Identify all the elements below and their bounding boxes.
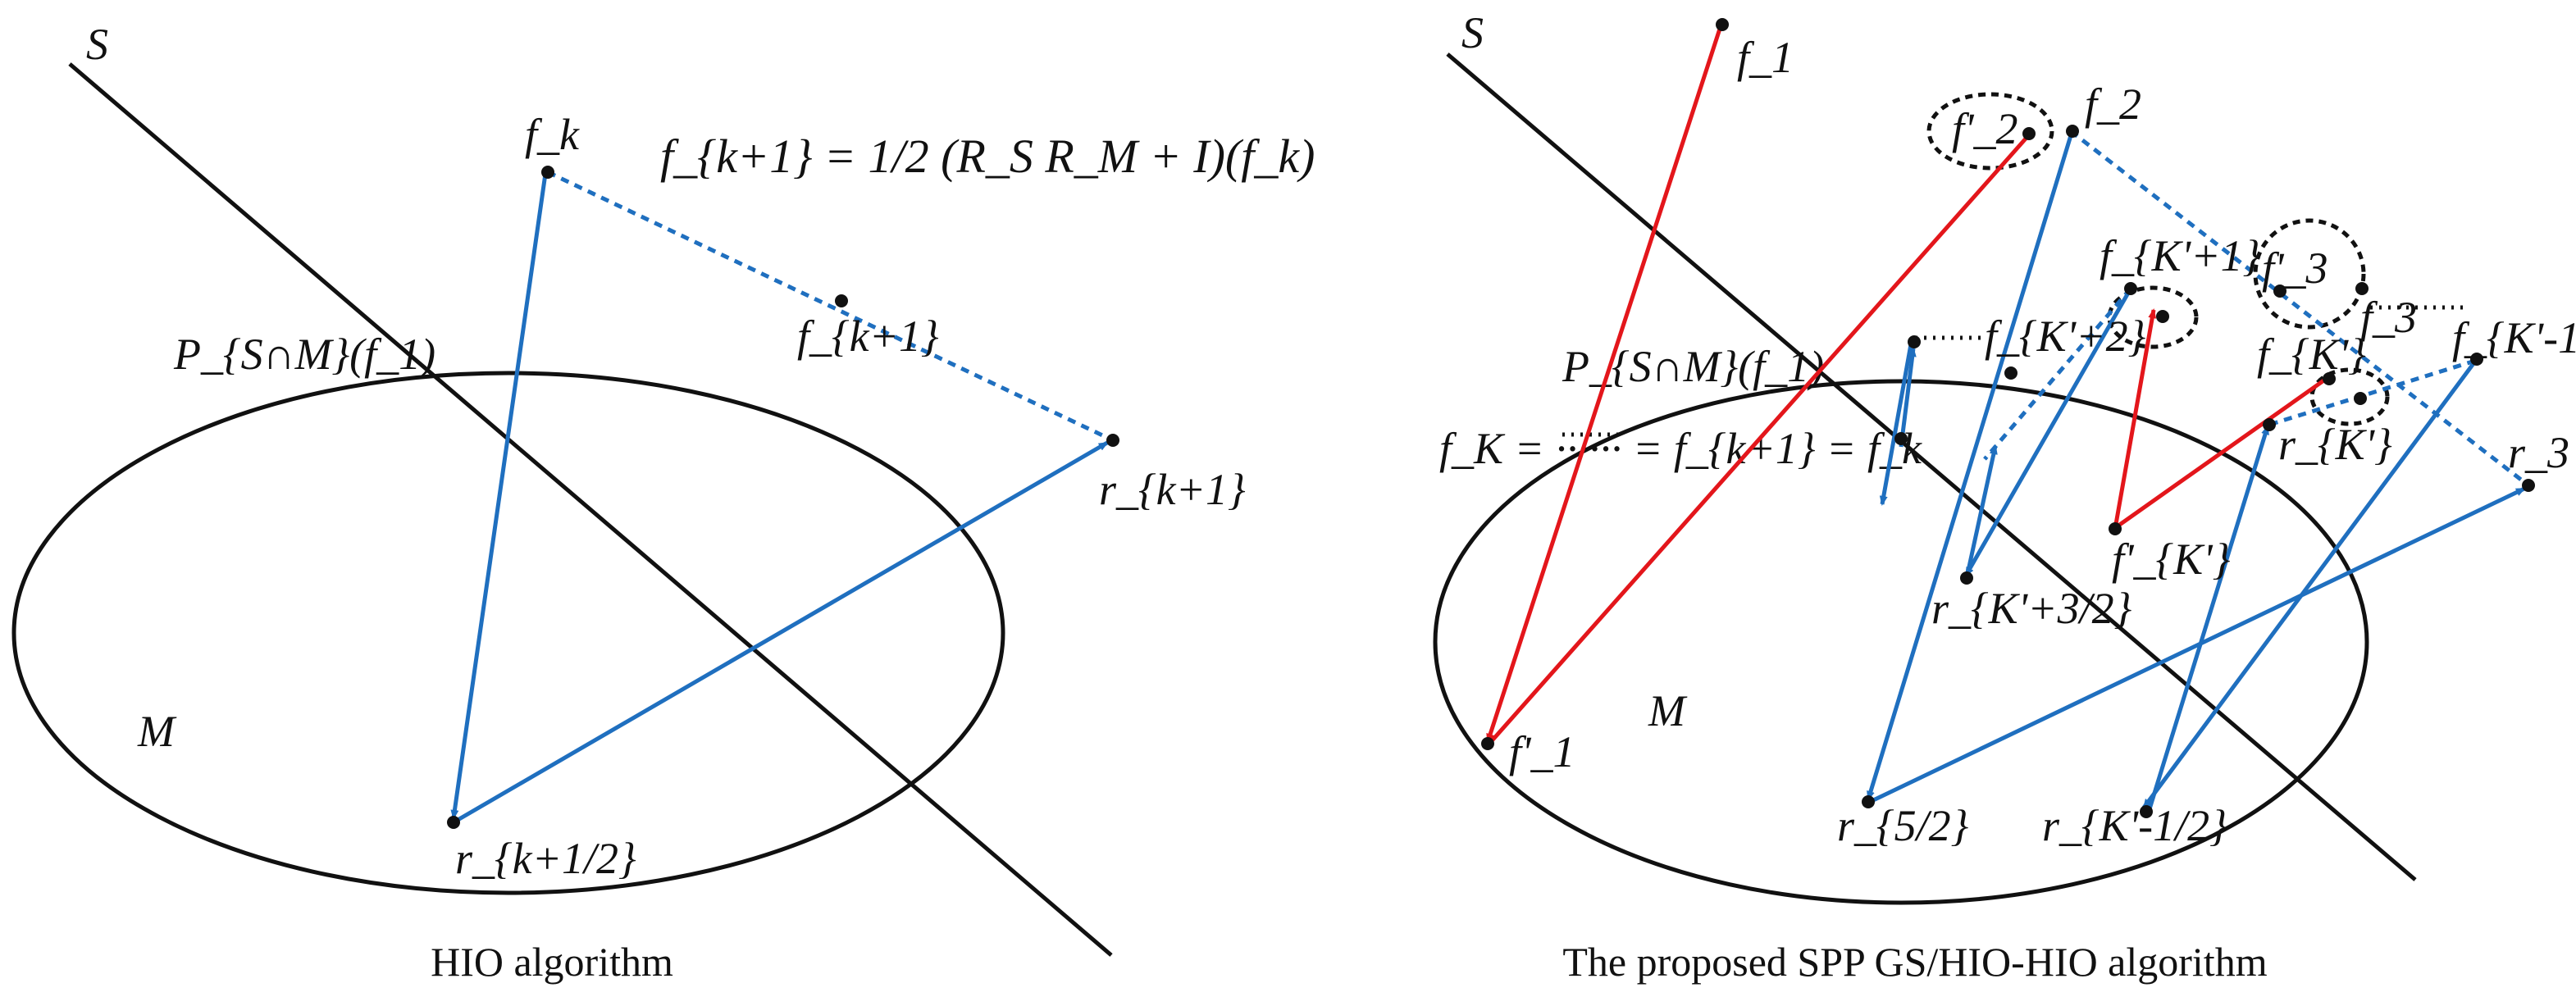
right-label-f1: f_1 — [1737, 33, 1794, 82]
right-circle-fKp — [2309, 367, 2390, 426]
left-point-rk1 — [1106, 434, 1119, 447]
left-arrow-fk-to-rkh — [450, 173, 548, 820]
left-dotted-fk-to-rk1 — [546, 170, 1115, 443]
right-label-rKmh: r_{K'-1/2} — [2042, 801, 2227, 850]
right-label-r52: r_{5/2} — [1837, 801, 1969, 850]
right-point-r52 — [1862, 795, 1875, 808]
right-label-fKp: f_{K'} — [2257, 330, 2366, 379]
right-dotted-f2-to-r3 — [2069, 130, 2530, 487]
right-point-f2p — [2022, 127, 2036, 140]
left-set-S-label: S — [86, 20, 108, 69]
right-dotted-fKm1-to-rKp — [2268, 358, 2476, 427]
right-red-fKp-to-fKpp — [2111, 377, 2327, 532]
left-panel: S M P_{S∩M}(f_1) f_{k+1} = 1/2 (R_S R_M … — [11, 20, 1315, 985]
left-point-fk1 — [835, 294, 848, 307]
right-point-fK2 — [2004, 366, 2017, 380]
left-point-fk — [541, 166, 554, 179]
right-circle-fK1 — [2107, 285, 2199, 349]
right-label-fK1: f_{K'+1} — [2100, 231, 2261, 280]
right-point-r3 — [2522, 479, 2535, 492]
right-point-fKp-inner — [2354, 392, 2367, 405]
right-red-f1p-to-f2p — [1488, 130, 2034, 745]
right-point-rKmh — [2140, 805, 2153, 818]
right-blue-rKmh-to-rKp — [2146, 425, 2270, 813]
right-blue-fKm1-to-rKmh — [2141, 357, 2479, 809]
right-label-r3: r_3 — [2508, 428, 2569, 477]
right-set-M-label: M — [1648, 686, 1688, 735]
right-circle-f3p — [2253, 218, 2366, 330]
right-dotted-fK1-to-fK2 — [1983, 287, 2132, 461]
right-point-fKm1 — [2470, 353, 2483, 366]
right-point-fK1-inner — [2156, 310, 2169, 323]
right-point-f2 — [2066, 125, 2079, 138]
right-panel: S M P_{S∩M}(f_1) f_K = ······ = f_{k+1} … — [1433, 8, 2576, 985]
right-caption: The proposed SPP GS/HIO-HIO algorithm — [1562, 939, 2267, 985]
right-blue-r52-to-r3 — [1868, 486, 2526, 804]
right-intersection-label: P_{S∩M}(f_1) — [1562, 342, 1824, 391]
right-point-rKp — [2263, 418, 2276, 431]
right-red-fKpp-to-fK1 — [2113, 308, 2157, 530]
left-label-rkh: r_{k+1/2} — [455, 834, 636, 883]
right-set-S-line — [1446, 52, 2417, 881]
right-label-fKpp: f'_{K'} — [2112, 535, 2231, 584]
right-point-rK32 — [1960, 571, 1973, 585]
right-label-f3: f_3 — [2360, 293, 2417, 342]
right-blue-small-1 — [1879, 344, 1913, 506]
right-set-S-label: S — [1461, 8, 1484, 57]
right-set-M-ellipse — [1433, 379, 2369, 905]
right-circle-f2p — [1926, 92, 2054, 171]
right-label-f2: f_2 — [2085, 80, 2141, 129]
right-point-f3p — [2273, 285, 2286, 298]
left-caption: HIO algorithm — [431, 939, 673, 985]
right-point-fKpp — [2109, 522, 2122, 535]
right-blue-rK32-up — [1964, 444, 1998, 579]
right-point-f1 — [1716, 18, 1729, 31]
right-label-f2p: f'_2 — [1952, 104, 2018, 153]
left-set-S-line — [68, 62, 1113, 957]
left-label-rk1: r_{k+1} — [1099, 465, 1246, 514]
right-point-f3 — [2355, 282, 2369, 295]
right-red-f1-to-f1p — [1485, 25, 1723, 744]
right-fixed-point-label: f_K = ······ = f_{k+1} = f_k — [1439, 424, 1922, 473]
right-blue-f2-to-r52 — [1866, 132, 2074, 801]
right-point-f1p — [1481, 737, 1494, 750]
right-blue-small-2 — [1899, 347, 1917, 448]
left-formula: f_{k+1} = 1/2 (R_S R_M + I)(f_k) — [660, 130, 1315, 183]
right-label-rKp: r_{K'} — [2278, 420, 2392, 469]
right-label-f3p: f'_3 — [2262, 244, 2328, 293]
left-set-M-ellipse — [11, 371, 1005, 895]
right-point-fKp — [2323, 372, 2336, 385]
right-label-f1p: f'_1 — [1509, 727, 1575, 776]
right-label-rK32: r_{K'+3/2} — [1931, 584, 2132, 633]
left-point-rkh — [447, 816, 460, 829]
right-blue-fK1-to-rK32 — [1963, 287, 2133, 577]
left-label-fk: f_k — [525, 110, 580, 159]
right-point-small-top — [1908, 335, 1921, 348]
right-label-fK2: f_{K'+2} — [1985, 312, 2146, 361]
right-point-fixed — [1894, 432, 1908, 445]
left-intersection-label: P_{S∩M}(f_1) — [173, 330, 435, 379]
right-label-fKm1: f_{K'-1} — [2452, 313, 2576, 362]
right-point-fK1 — [2124, 282, 2137, 295]
left-arrow-rkh-to-rk1 — [452, 440, 1109, 825]
left-label-fk1: f_{k+1} — [797, 312, 939, 361]
left-set-M-label: M — [137, 707, 177, 756]
